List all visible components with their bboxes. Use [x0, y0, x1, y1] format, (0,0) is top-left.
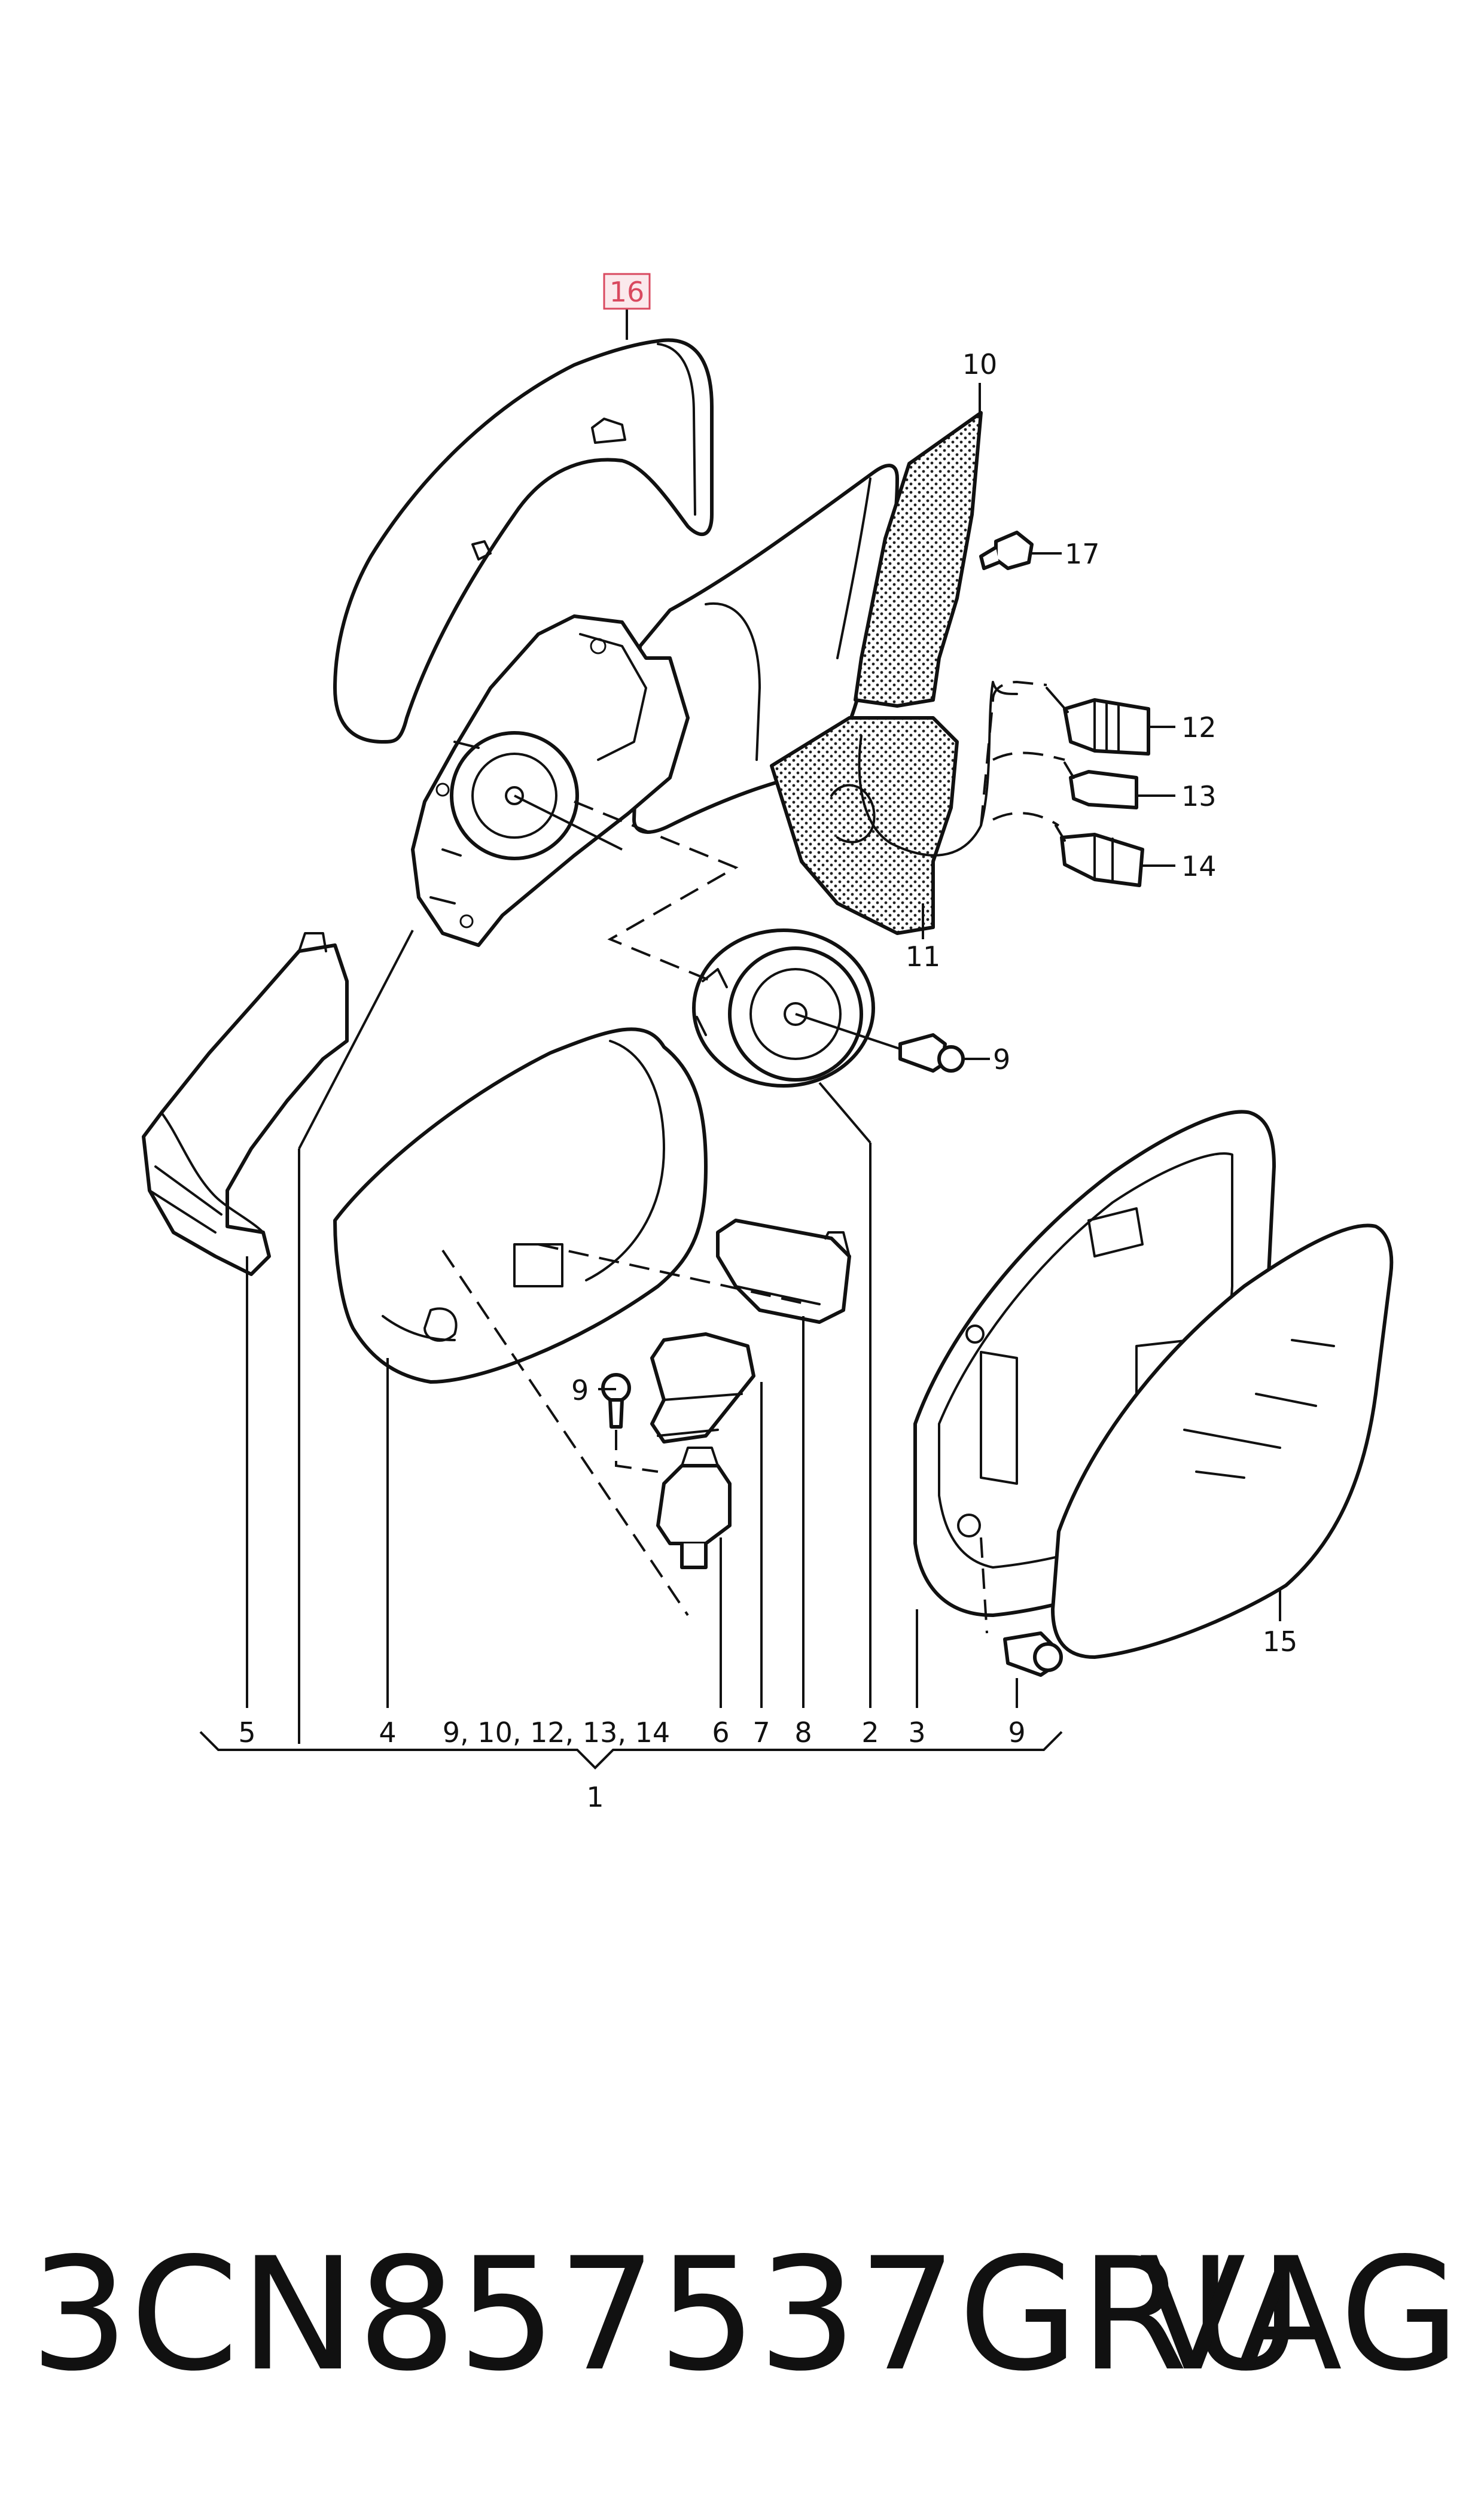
turn-signal-lamp: [142, 932, 349, 1276]
callout-17: 17: [1065, 538, 1100, 570]
callout-12: 12: [1181, 711, 1217, 744]
mounting-bracket: [650, 1332, 755, 1444]
connector-12: [1046, 687, 1150, 756]
callout-10: 10: [962, 348, 998, 380]
gasket: [770, 716, 959, 935]
screw-9-motor: [898, 1033, 965, 1073]
connector-13: [1064, 762, 1138, 809]
callout-15: 15: [1263, 1625, 1298, 1658]
group-label-7: 7: [752, 1716, 770, 1749]
connector-14: [1055, 824, 1144, 887]
brand-label: VAG: [1139, 2225, 1460, 2406]
callout-16-highlight: 16: [603, 273, 651, 310]
screw-9-glass: [980, 1537, 1063, 1677]
callout-9a: 9: [993, 1043, 1010, 1076]
group-label-8: 8: [794, 1716, 812, 1749]
callout-14: 14: [1181, 850, 1217, 882]
adjustment-bracket: [411, 614, 690, 947]
callout-11: 11: [906, 940, 941, 973]
assembly-brace: [199, 1731, 1063, 1770]
adjustment-motor: [692, 928, 904, 1088]
mirror-cap-cover: [333, 338, 714, 744]
group-label-3: 3: [908, 1716, 925, 1749]
group-label-9: 9: [1008, 1716, 1025, 1749]
part-number: 3CN857537GRU: [30, 2225, 1305, 2406]
puddle-lamp: [716, 1219, 851, 1324]
assembly-line-lower: [441, 1243, 808, 1616]
mirror-glass: [1051, 1223, 1394, 1659]
group-label-set: 9, 10, 12, 13, 14: [443, 1716, 670, 1749]
callout-16: 16: [610, 276, 645, 308]
group-leaders: [246, 930, 1018, 1744]
callout-13: 13: [1181, 780, 1217, 812]
temperature-sensor: [656, 1447, 732, 1569]
group-label-6: 6: [712, 1716, 729, 1749]
group-label-4: 4: [379, 1716, 396, 1749]
group-label-2: 2: [861, 1716, 879, 1749]
mirror-lower-housing: [333, 1027, 708, 1384]
assembly-label-1: 1: [586, 1781, 604, 1813]
group-label-5: 5: [238, 1716, 255, 1749]
callout-9b: 9: [571, 1374, 589, 1406]
screw-17: [979, 531, 1034, 570]
seal-strip: [854, 411, 983, 708]
wiring-harness: [858, 680, 1065, 857]
assembly-line-upper: [574, 800, 739, 982]
